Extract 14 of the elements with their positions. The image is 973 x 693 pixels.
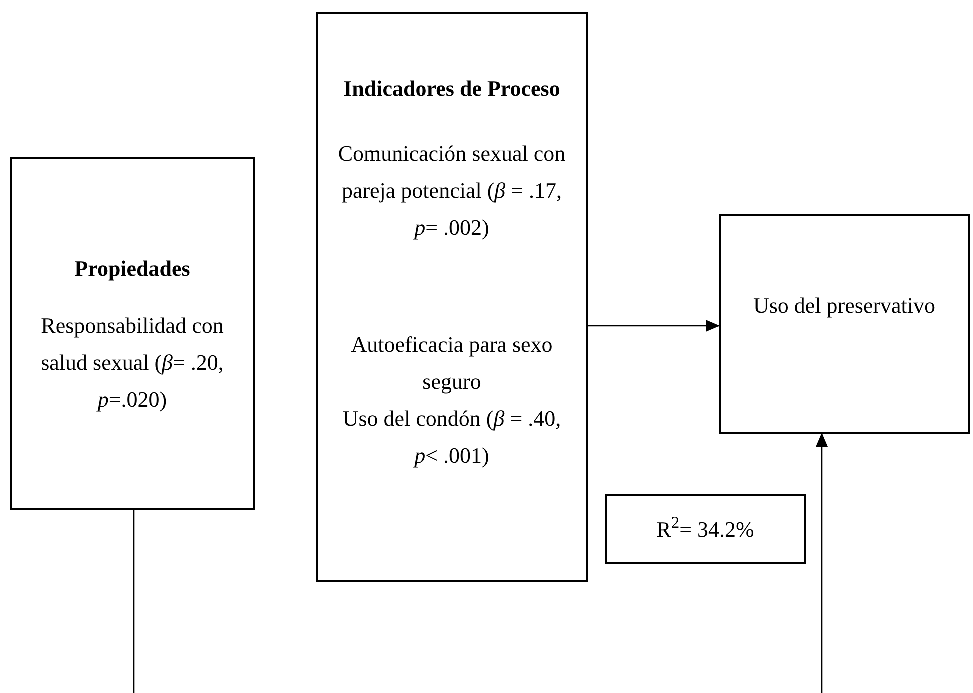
- box-heading: Indicadores de Proceso: [342, 75, 562, 103]
- box-text: Comunicación sexual con pareja potencial (β = .17, p= .002): [337, 140, 567, 242]
- box-text: Responsabilidad con salud sexual (β= .20, p=.020): [40, 312, 225, 414]
- box-heading: Propiedades: [74, 254, 192, 283]
- box-text: Uso del preservativo: [752, 292, 937, 320]
- variable-box: [10, 157, 255, 510]
- connector-line: [133, 510, 135, 693]
- variable-box: [316, 12, 588, 582]
- box-text: R$^{2}$= 34.2%: [656, 512, 756, 544]
- box-text: Uso del condón (β = .40, p< .001): [342, 405, 562, 470]
- arrow: [816, 433, 828, 693]
- variable-box: [605, 494, 806, 564]
- arrow: [588, 320, 720, 332]
- variable-box: [719, 214, 970, 434]
